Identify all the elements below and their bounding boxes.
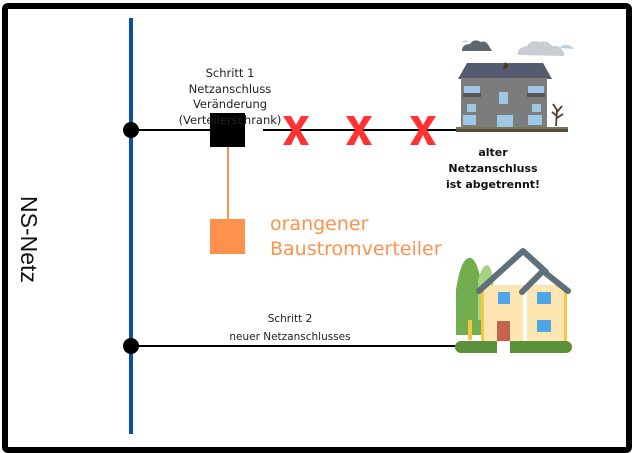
old-building-icon	[456, 40, 574, 132]
old-label-line2: Netzanschluss	[448, 162, 538, 175]
ns-grid-label: NS-Netz	[16, 196, 42, 283]
step1-label: Schritt 1 Netzanschluss Veränderung (Ver…	[150, 66, 310, 128]
old-label-line1: alter	[478, 146, 508, 159]
step1-subtitle: (Verteilerschrank)	[178, 112, 282, 127]
new-house-icon	[455, 248, 572, 353]
old-label-line3: ist abgetrennt!	[445, 178, 541, 191]
distribution-cabinet	[210, 113, 245, 147]
cut-mark-3	[410, 116, 436, 145]
cut-mark-1	[283, 116, 309, 145]
step2-description: neuer Netzanschlusses	[229, 331, 351, 343]
orange-label-line2: Baustromverteiler	[270, 238, 442, 260]
step2-title: Schritt 2	[267, 313, 313, 325]
old-connection-label: alter Netzanschluss ist abgetrennt!	[440, 145, 546, 193]
cut-mark-2	[346, 116, 372, 145]
step1-description: Netzanschluss Veränderung	[188, 81, 272, 112]
step2-label: Schritt 2 neuer Netzanschlusses	[210, 310, 370, 346]
junction-node-step2	[123, 338, 139, 354]
construction-power-distributor	[210, 219, 245, 254]
orange-label-line1: orangener	[270, 213, 369, 235]
step1-title: Schritt 1	[205, 66, 255, 80]
junction-node-step1	[123, 122, 139, 138]
construction-distributor-label: orangener Baustromverteiler	[270, 212, 442, 262]
